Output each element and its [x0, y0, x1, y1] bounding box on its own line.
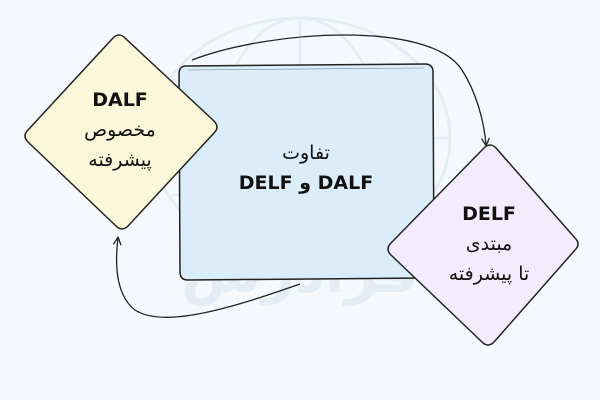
dalf-node: [24, 34, 218, 230]
center-subtitle-line: DALF و DELF: [238, 172, 374, 194]
center-title-line: تفاوت: [282, 142, 330, 164]
dalf-title: DALF: [92, 89, 148, 111]
arrow-center-to-delf: [191, 34, 490, 147]
delf-line-3: تا پیشرفته: [448, 263, 530, 285]
center-node-label: تفاوت DALF و DELF: [200, 128, 412, 208]
dalf-node-label: DALF مخصوص پیشرفته: [60, 80, 180, 180]
dalf-line-2: مخصوص: [84, 119, 156, 141]
delf-node: [387, 144, 579, 346]
delf-node-label: DELF مبتدی تا پیشرفته: [424, 194, 554, 294]
delf-line-2: مبتدی: [465, 233, 513, 255]
delf-title: DELF: [462, 203, 516, 225]
arrow-center-to-dalf: [112, 236, 301, 318]
dalf-line-3: پیشرفته: [88, 149, 152, 171]
